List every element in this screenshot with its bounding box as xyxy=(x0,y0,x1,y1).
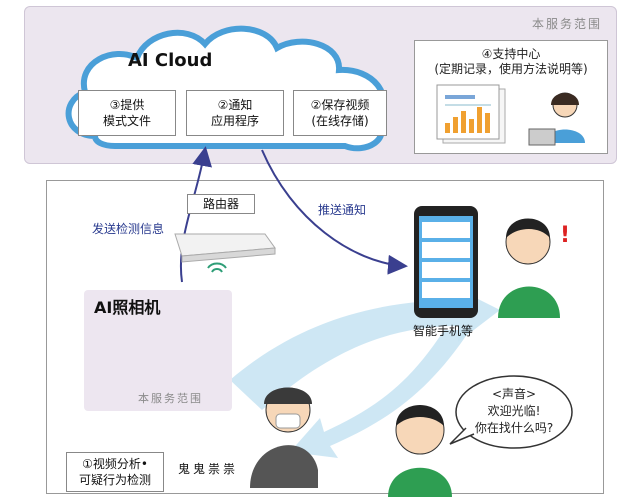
wifi-icon xyxy=(207,262,227,273)
smartphone-label: 智能手机等 xyxy=(413,324,474,338)
send-detection-label: 发送检测信息 xyxy=(92,222,165,236)
speech-line: 欢迎光临! xyxy=(487,404,541,418)
svg-text:!: ! xyxy=(560,223,570,248)
suspicious-label: 鬼鬼祟祟 xyxy=(178,462,239,476)
video-analysis-box: ①视频分析• 可疑行为检测 xyxy=(66,452,164,492)
box-line: ②保存视频 xyxy=(310,98,370,112)
analysis-line: 可疑行为检测 xyxy=(78,473,151,487)
push-notification-label: 推送通知 xyxy=(318,203,367,217)
shop-staff-alert-icon: ! xyxy=(498,218,570,318)
speech-bubble xyxy=(449,375,573,449)
box-line: 模式文件 xyxy=(102,114,151,128)
send-detection-arrow xyxy=(179,146,213,283)
support-operator-icon xyxy=(528,92,585,146)
camera-service-panel xyxy=(84,290,232,411)
support-line: ④支持中心 xyxy=(481,47,541,61)
support-center-title: ④支持中心 (定期记录，使用方法说明等) xyxy=(415,47,607,77)
speech-text: <声音> 欢迎光临! 你在找什么吗? xyxy=(466,386,562,437)
support-illustration xyxy=(436,84,585,146)
notify-app-box: ②通知 应用程序 xyxy=(186,90,284,136)
provide-model-file-box: ③提供 模式文件 xyxy=(78,90,176,136)
camera-scope-label: 本服务范围 xyxy=(138,392,203,405)
service-scope-label: 本服务范围 xyxy=(531,17,602,31)
box-line: 应用程序 xyxy=(210,114,259,128)
smartphone-icon xyxy=(414,206,478,318)
box-line: (在线存储) xyxy=(311,114,369,128)
box-line: ③提供 xyxy=(109,98,145,112)
speech-line: <声音> xyxy=(491,387,537,401)
support-line: (定期记录，使用方法说明等) xyxy=(434,62,588,76)
report-document-icon xyxy=(436,84,506,144)
support-center-box: ④支持中心 (定期记录，使用方法说明等) xyxy=(414,40,608,154)
router-label: 路由器 xyxy=(187,194,255,214)
ai-camera-title: AI照相机 xyxy=(94,298,161,317)
analysis-line: ①视频分析• xyxy=(82,457,148,471)
shop-staff-greeting-icon xyxy=(388,405,452,497)
speech-line: 你在找什么吗? xyxy=(474,421,554,435)
suspicious-person-icon xyxy=(250,387,318,488)
flow-arrow-return xyxy=(290,330,470,458)
push-notification-arrow xyxy=(261,149,408,275)
save-video-box: ②保存视频 (在线存储) xyxy=(293,90,387,136)
box-line: ②通知 xyxy=(217,98,253,112)
cloud-title: AI Cloud xyxy=(128,50,213,71)
router-icon xyxy=(174,233,276,263)
